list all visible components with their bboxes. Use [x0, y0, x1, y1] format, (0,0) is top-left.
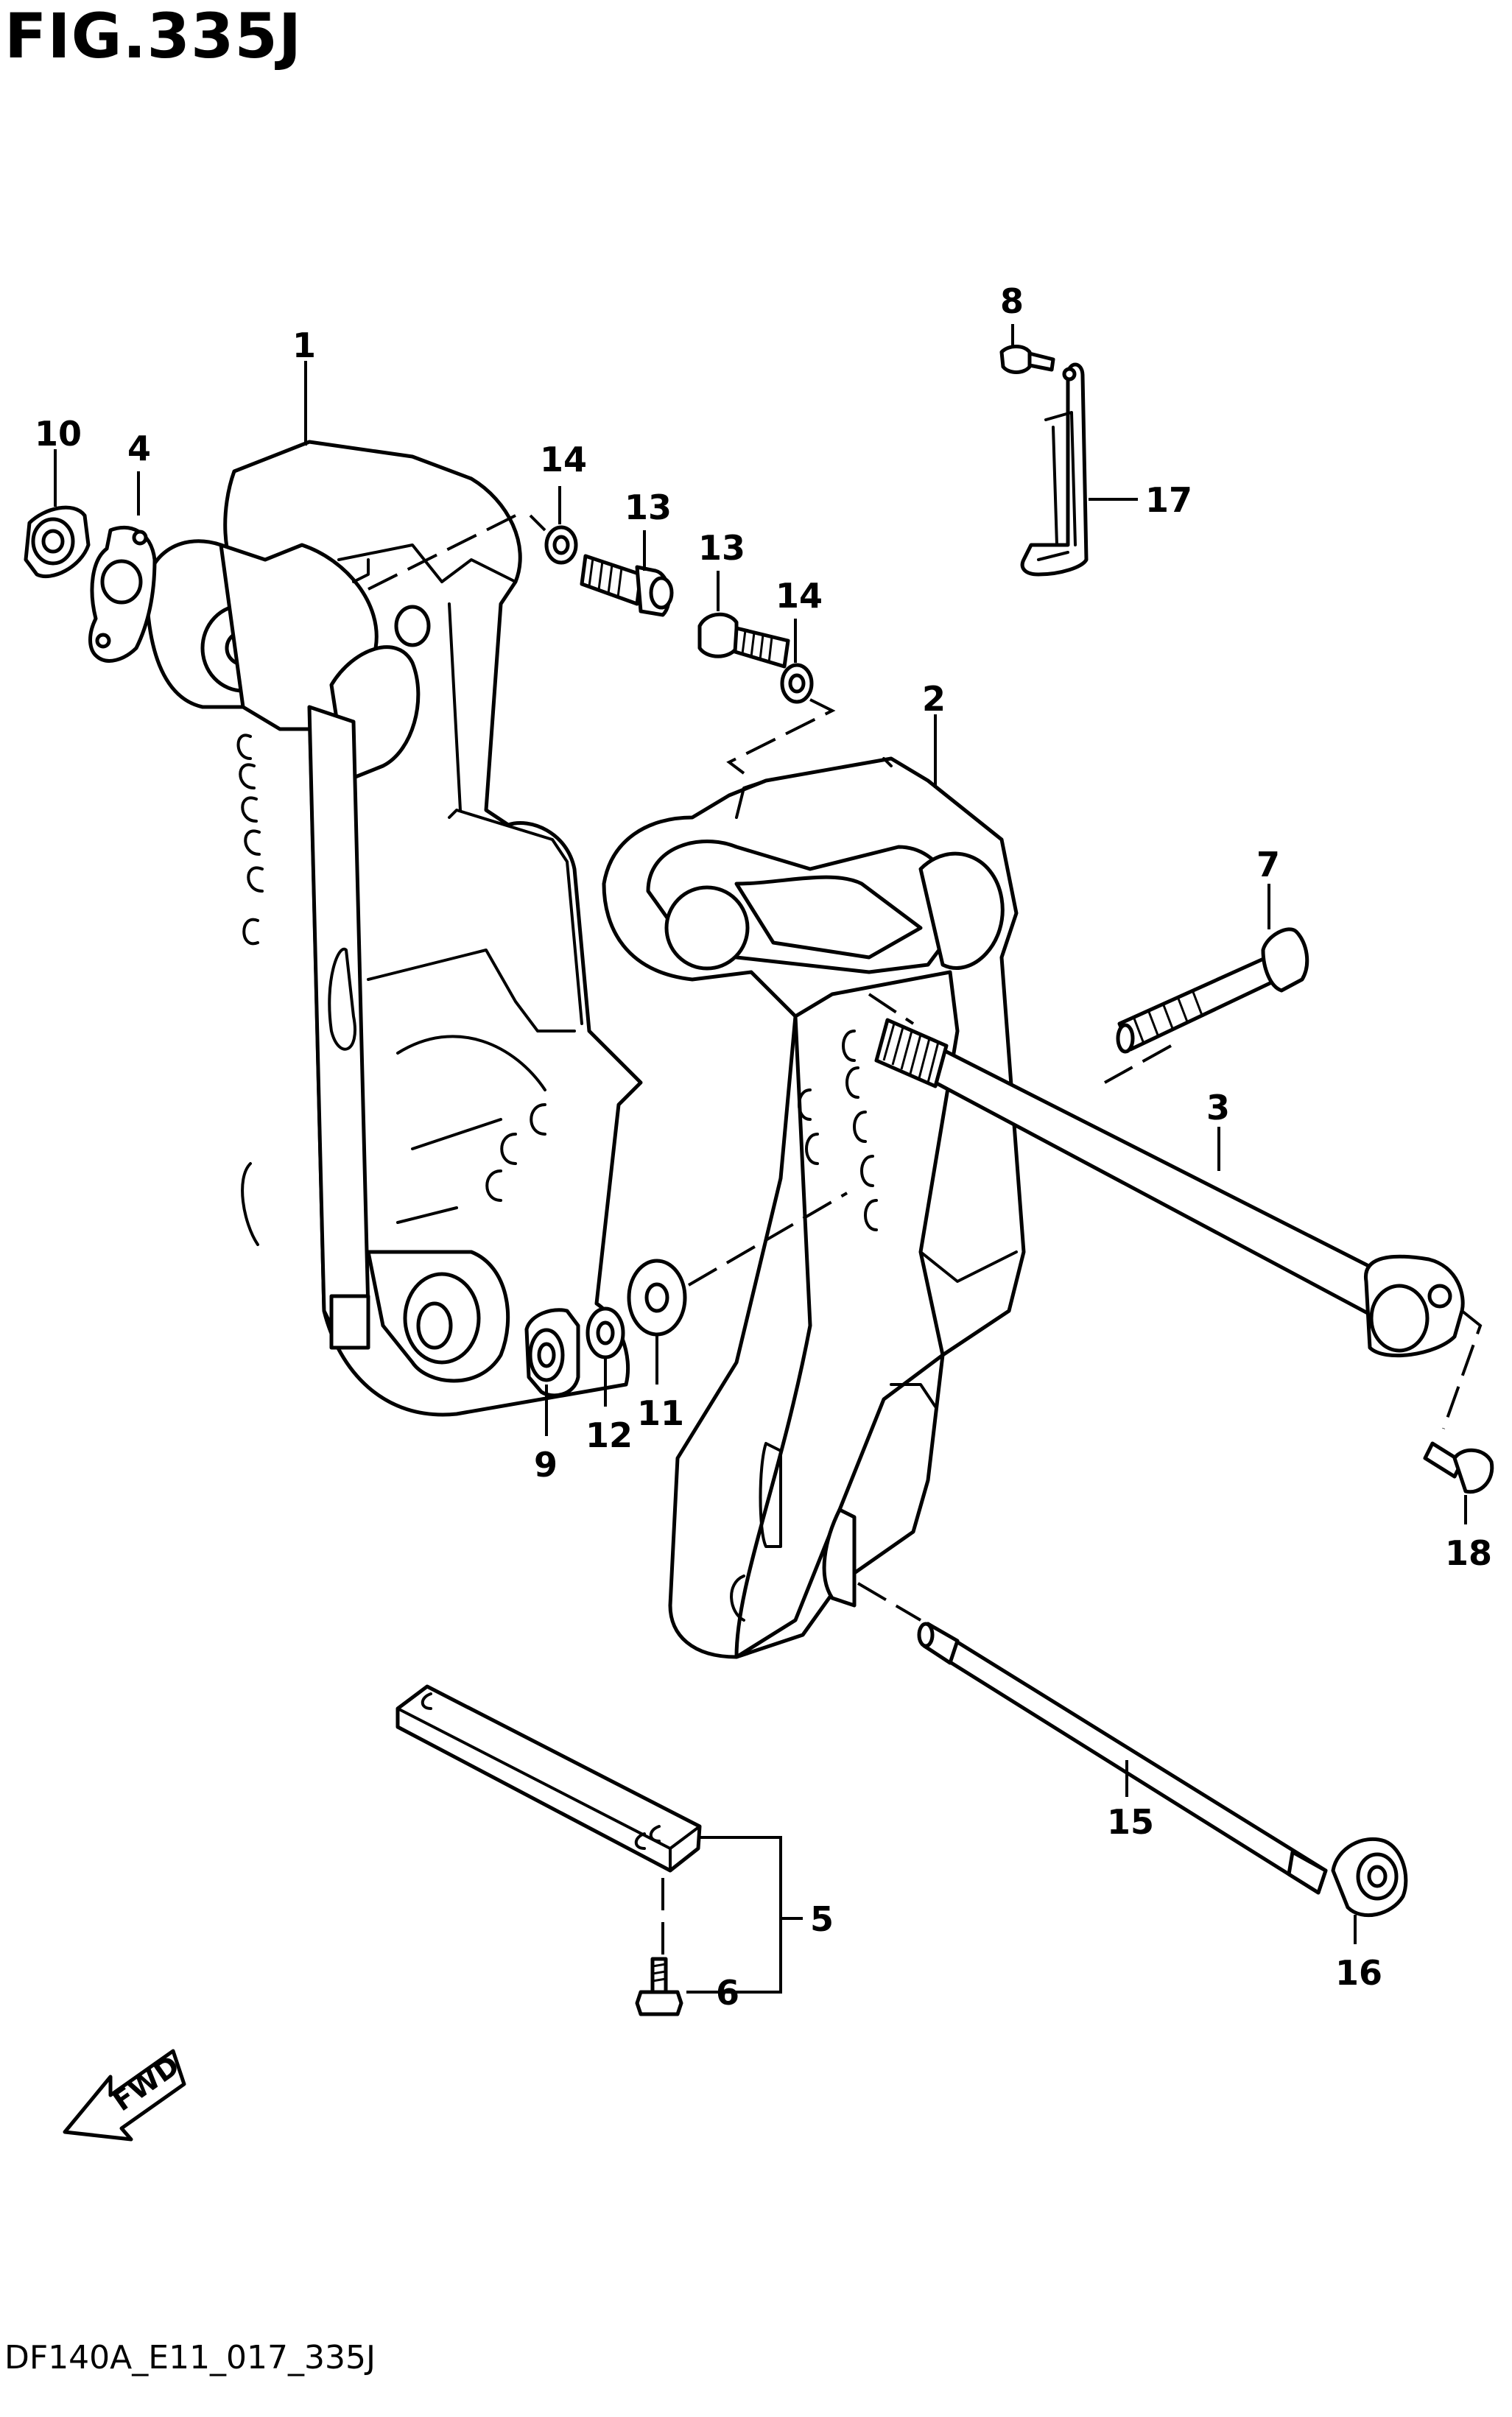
part-12-washer: [586, 1306, 625, 1359]
part-13-bolt-lower: [697, 612, 790, 669]
callout-1: 1: [292, 326, 316, 365]
part-14-washer-lower: [780, 663, 814, 704]
callout-13-upper: 13: [625, 488, 672, 527]
part-2-clamp-bracket-right: [602, 756, 1026, 1659]
leader-lines: [54, 324, 1483, 1994]
callout-7: 7: [1256, 845, 1280, 884]
callout-13-lower: 13: [698, 528, 745, 568]
callout-17: 17: [1145, 480, 1192, 520]
part-14-washer-upper: [544, 525, 578, 565]
callout-9: 9: [534, 1445, 558, 1485]
part-4-plate: [88, 525, 157, 663]
part-15-shaft: [917, 1622, 1328, 1895]
part-3-tilt-shaft: [874, 1018, 1465, 1358]
callout-10: 10: [35, 414, 82, 454]
part-1-clamp-bracket-left: [144, 440, 643, 1417]
callout-6: 6: [716, 1973, 739, 2013]
part-9-nut: [524, 1308, 580, 1398]
callout-14-upper: 14: [540, 440, 587, 479]
part-11-washer: [627, 1259, 687, 1337]
callout-11: 11: [637, 1393, 684, 1433]
part-6-bolt: [635, 1957, 683, 2016]
callout-14-lower: 14: [776, 576, 823, 616]
part-5-plate: [395, 1684, 702, 1873]
callout-8: 8: [1000, 281, 1024, 321]
part-8-screw: [999, 345, 1055, 374]
fwd-direction-arrow: FWD: [63, 2049, 186, 2142]
callout-2: 2: [922, 679, 946, 719]
figure-code: DF140A_E11_017_335J: [4, 2339, 376, 2376]
part-7-bolt: [1116, 927, 1309, 1054]
part-16-flange-nut: [1331, 1837, 1408, 1918]
part-10-nut: [24, 505, 91, 579]
figure-title: FIG.335J: [4, 0, 303, 72]
callout-12: 12: [586, 1415, 633, 1455]
part-18-bolt: [1423, 1441, 1494, 1494]
callout-4: 4: [127, 429, 151, 468]
callout-5: 5: [810, 1899, 834, 1939]
callout-18: 18: [1445, 1533, 1492, 1573]
callout-3: 3: [1206, 1088, 1230, 1127]
callout-16: 16: [1335, 1953, 1382, 1993]
part-13-bolt-upper: [580, 554, 674, 617]
callout-labels: 1 2 3 4 5 6 7 8 9 10 11 12 13 13 14 14 1…: [35, 281, 1492, 2013]
part-17-clip: [1020, 362, 1089, 577]
callout-15: 15: [1107, 1802, 1154, 1842]
